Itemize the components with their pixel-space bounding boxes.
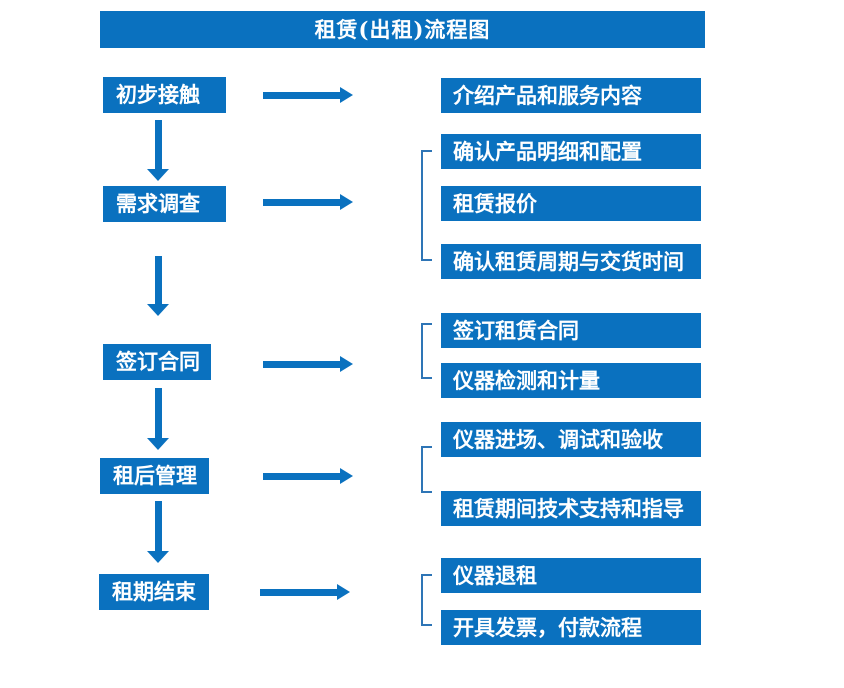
step-box-post-rental-mgmt: 租后管理 [100, 458, 209, 494]
step-box-demand-survey: 需求调查 [103, 186, 226, 222]
down-arrow-3-icon [147, 388, 169, 450]
right-arrow-2-icon [263, 194, 353, 210]
down-arrow-1-icon [147, 120, 169, 181]
right-arrow-4-icon [263, 468, 353, 484]
group-bracket-2 [421, 323, 432, 379]
target-box-invoice-payment: 开具发票，付款流程 [441, 610, 701, 645]
target-box-intro-products: 介绍产品和服务内容 [441, 78, 701, 113]
group-bracket-3 [421, 446, 432, 493]
down-arrow-4-icon [147, 501, 169, 563]
target-box-confirm-details: 确认产品明细和配置 [441, 134, 701, 169]
step-box-sign-contract: 签订合同 [103, 344, 211, 380]
group-bracket-1 [421, 150, 432, 261]
target-box-instrument-testing: 仪器检测和计量 [441, 363, 701, 398]
right-arrow-3-icon [263, 356, 353, 372]
target-box-rental-quote: 租赁报价 [441, 186, 701, 221]
step-box-initial-contact: 初步接触 [103, 77, 226, 113]
flowchart-title: 租赁(出租)流程图 [100, 11, 705, 48]
group-bracket-4 [421, 574, 432, 626]
down-arrow-2-icon [147, 256, 169, 316]
target-box-sign-rental-contract: 签订租赁合同 [441, 313, 701, 348]
target-box-confirm-period: 确认租赁周期与交货时间 [441, 244, 701, 279]
right-arrow-1-icon [263, 87, 353, 103]
target-box-tech-support: 租赁期间技术支持和指导 [441, 491, 701, 526]
step-box-rental-end: 租期结束 [99, 574, 209, 610]
target-box-instrument-setup: 仪器进场、调试和验收 [441, 422, 701, 457]
target-box-instrument-return: 仪器退租 [441, 558, 701, 593]
right-arrow-5-icon [260, 584, 350, 600]
